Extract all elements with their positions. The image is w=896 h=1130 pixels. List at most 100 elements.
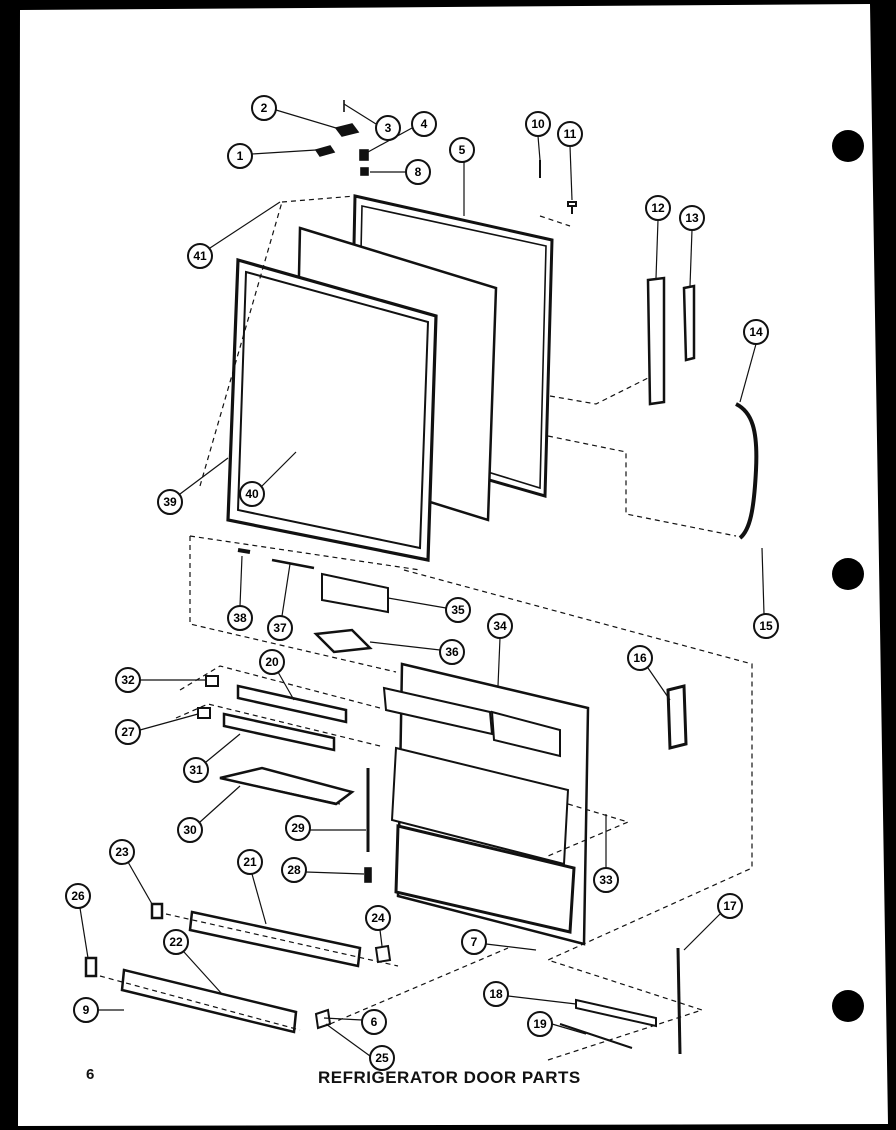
- callout-20: 20: [259, 649, 295, 701]
- callout-2: 2: [251, 95, 337, 129]
- callout-8-label: 8: [415, 165, 422, 179]
- callout-27: 27: [115, 713, 199, 745]
- part-bar-19: [559, 1023, 633, 1049]
- callout-17-label: 17: [723, 899, 737, 913]
- callout-1: 1: [227, 143, 317, 169]
- part-37: [271, 558, 315, 570]
- callout-15: 15: [753, 547, 779, 639]
- callout-11: 11: [557, 121, 583, 201]
- part-bar-18: [575, 998, 657, 1028]
- callout-32: 32: [115, 667, 206, 693]
- callout-19: 19: [527, 1011, 587, 1037]
- callouts: 1 2 3 4 5 6 7 8 9 10 11 12 13 14 15 16 1…: [65, 95, 779, 1071]
- part-25: [314, 1008, 332, 1030]
- part-38: [237, 548, 251, 554]
- part-clip-32: [205, 675, 219, 687]
- callout-23-label: 23: [115, 845, 129, 859]
- callout-41-label: 41: [193, 249, 207, 263]
- callout-1-label: 1: [237, 149, 244, 163]
- callout-9-label: 9: [83, 1003, 90, 1017]
- callout-25: 25: [325, 1023, 395, 1071]
- callout-16-label: 16: [633, 651, 647, 665]
- callout-21: 21: [237, 849, 267, 925]
- callout-6-label: 6: [371, 1015, 378, 1029]
- part-36: [313, 628, 373, 654]
- part-door-gasket: [226, 257, 438, 562]
- callout-35-label: 35: [451, 603, 465, 617]
- part-egg-tray: [219, 766, 355, 806]
- callout-33-label: 33: [599, 873, 613, 887]
- part-screw-11: [567, 201, 577, 214]
- binder-hole-middle: [832, 558, 864, 590]
- callout-16: 16: [627, 645, 671, 701]
- binder-hole-bottom: [832, 990, 864, 1022]
- part-28: [364, 867, 372, 883]
- callout-29-label: 29: [291, 821, 305, 835]
- callout-34-label: 34: [493, 619, 507, 633]
- part-24: [374, 944, 392, 964]
- callout-20-label: 20: [265, 655, 279, 669]
- callout-7-label: 7: [471, 935, 478, 949]
- callout-10-label: 10: [531, 117, 545, 131]
- callout-12-label: 12: [651, 201, 665, 215]
- part-strip-13: [682, 284, 696, 362]
- callout-37: 37: [267, 563, 293, 641]
- callout-40: 40: [239, 451, 297, 507]
- callout-25-label: 25: [375, 1051, 389, 1065]
- part-rail-31: [222, 712, 336, 752]
- callout-8: 8: [370, 159, 431, 185]
- callout-6: 6: [323, 1009, 387, 1035]
- callout-30-label: 30: [183, 823, 197, 837]
- callout-2-label: 2: [261, 101, 268, 115]
- callout-17: 17: [683, 893, 743, 951]
- callout-38: 38: [227, 555, 253, 631]
- part-35: [321, 572, 389, 614]
- callout-41: 41: [187, 201, 281, 269]
- part-rail-20: [236, 684, 348, 724]
- callout-38-label: 38: [233, 611, 247, 625]
- callout-3: 3: [343, 103, 401, 141]
- callout-21-label: 21: [243, 855, 257, 869]
- callout-33: 33: [593, 814, 619, 893]
- part-strip-12: [646, 276, 666, 406]
- callout-32-label: 32: [121, 673, 135, 687]
- page-number: 6: [86, 1066, 95, 1083]
- assembly-lines: [99, 195, 753, 1061]
- binder-hole-top: [832, 130, 864, 162]
- part-handle: [734, 402, 759, 540]
- part-16: [666, 684, 688, 750]
- part-bracket-26: [84, 956, 98, 978]
- part-inner-door-liner: [382, 662, 590, 946]
- callout-39-label: 39: [163, 495, 177, 509]
- callout-40-label: 40: [245, 487, 259, 501]
- callout-14: 14: [739, 319, 769, 403]
- callout-24-label: 24: [371, 911, 385, 925]
- callout-7: 7: [461, 929, 537, 955]
- part-bracket-23: [150, 902, 164, 920]
- callout-36-label: 36: [445, 645, 459, 659]
- callout-39: 39: [157, 457, 229, 515]
- callout-35: 35: [387, 597, 471, 623]
- callout-26: 26: [65, 883, 91, 959]
- callout-4-label: 4: [421, 117, 428, 131]
- callout-24: 24: [365, 905, 391, 947]
- part-clip-27: [197, 707, 211, 719]
- callout-9: 9: [73, 997, 124, 1023]
- part-rod-17: [676, 947, 682, 1055]
- callout-5-label: 5: [459, 143, 466, 157]
- callout-13: 13: [679, 205, 705, 287]
- part-rail-22: [120, 968, 298, 1034]
- callout-31-label: 31: [189, 763, 203, 777]
- callout-29: 29: [285, 815, 366, 841]
- callout-14-label: 14: [749, 325, 763, 339]
- callout-28-label: 28: [287, 863, 301, 877]
- callout-27-label: 27: [121, 725, 135, 739]
- callout-34: 34: [487, 613, 513, 687]
- callout-22: 22: [163, 929, 223, 995]
- callout-22-label: 22: [169, 935, 183, 949]
- callout-12: 12: [645, 195, 671, 279]
- callout-26-label: 26: [71, 889, 85, 903]
- callout-18-label: 18: [489, 987, 503, 1001]
- callout-10: 10: [525, 111, 551, 161]
